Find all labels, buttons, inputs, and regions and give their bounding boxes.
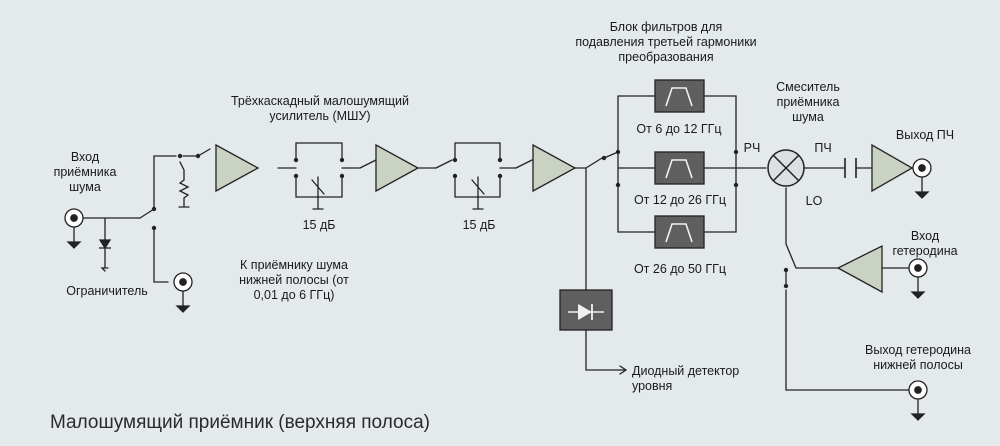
lo-amplifier [836, 244, 883, 294]
diode-detector-label: Диодный детектор уровня [632, 364, 740, 393]
filter-2-label: От 12 до 26 ГГц [633, 193, 727, 207]
noise-input-connector [64, 208, 84, 249]
filter-bank-wires [603, 95, 767, 233]
amplifier-1 [215, 143, 260, 193]
amplifier-2 [375, 143, 420, 193]
if-output-label: Выход ПЧ [895, 128, 955, 142]
switch-node [195, 153, 201, 159]
filter-bank-title: Блок фильтров для подавления третьей гар… [575, 20, 757, 64]
switch-node [497, 173, 503, 179]
lo-low-output-connector [908, 380, 928, 421]
switch-node [452, 157, 458, 163]
limiter-label: Ограничитель [66, 284, 148, 298]
limiter-diode [98, 239, 112, 250]
mixer [767, 149, 805, 187]
attenuator-2-label: 15 дБ [462, 218, 496, 232]
filter-3-label: От 26 до 50 ГГц [633, 262, 727, 276]
noise-input-label: Вход приёмника шума [53, 150, 117, 194]
if-port-label: ПЧ [814, 141, 832, 155]
switch-node [293, 157, 299, 163]
input-wire [81, 217, 141, 272]
lna-title: Трёхкаскадный малошумящий усилитель (МШУ… [230, 94, 410, 123]
lo-port-label: LO [805, 194, 823, 208]
switch-node [339, 157, 345, 163]
switch-node [452, 173, 458, 179]
switch-node [151, 225, 157, 231]
switch-node [601, 155, 607, 161]
filter-1-label: От 6 до 12 ГГц [636, 122, 722, 136]
low-band-output-connector [173, 272, 193, 313]
input-switch-wire [139, 155, 177, 283]
switch-node [497, 157, 503, 163]
switch-node [293, 173, 299, 179]
switch-node [733, 182, 739, 188]
switch-node [615, 149, 621, 155]
switch-node [177, 153, 183, 159]
stage2-wires [341, 159, 453, 169]
lo-wires [785, 267, 911, 391]
attenuator-1-label: 15 дБ [302, 218, 336, 232]
mixer-title: Смеситель приёмника шума [776, 80, 840, 124]
if-amplifier [871, 143, 914, 193]
switch-node [339, 173, 345, 179]
switch-node [151, 206, 157, 212]
lo-input-connector [908, 258, 928, 299]
switch-node [783, 267, 789, 273]
filter-6-12 [654, 79, 705, 113]
amplifier-3 [532, 143, 577, 193]
low-band-output-label: К приёмнику шума нижней полосы (от 0,01 … [239, 258, 349, 302]
switch-node [783, 283, 789, 289]
filter-26-50 [654, 215, 705, 249]
switch-node [615, 182, 621, 188]
if-coupling-capacitor [844, 158, 857, 178]
attenuator1-wires [295, 142, 343, 210]
lo-low-output-label: Выход гетеродина нижней полосы [865, 343, 971, 372]
lo-input-label: Вход гетеродина [892, 229, 958, 258]
filter-12-26 [654, 151, 705, 185]
if-output-connector [912, 158, 932, 199]
diode-detector [559, 289, 613, 331]
attenuator2-wires [454, 142, 501, 210]
diagram-caption: Малошумящий приёмник (верхняя полоса) [50, 412, 430, 433]
stage3-wires [499, 157, 628, 375]
rf-port-label: РЧ [743, 141, 761, 155]
switch-node [733, 149, 739, 155]
